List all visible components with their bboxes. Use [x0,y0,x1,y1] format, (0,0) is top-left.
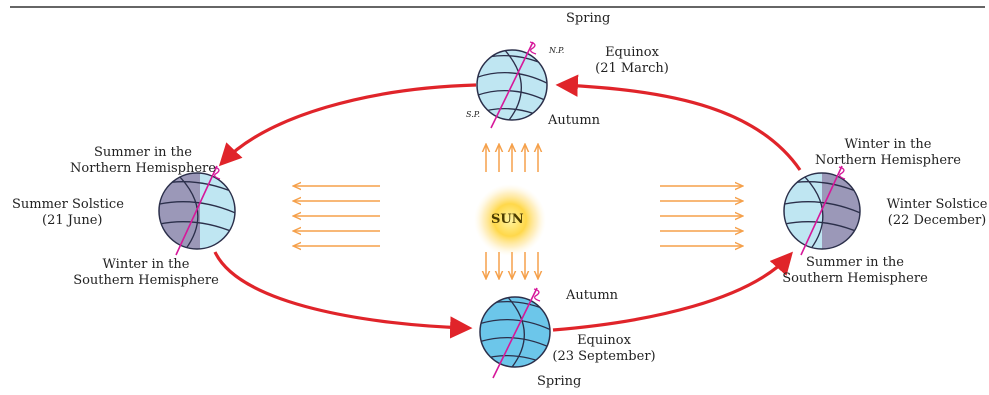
september-equinox-label: Equinox (23 September) [548,333,660,365]
june-solstice-label: Summer Solstice (21 June) [12,197,124,229]
june-solstice-date: (21 June) [42,213,103,228]
december-solstice-label: Winter Solstice (22 December) [882,197,989,229]
june-southern-label: Winter in the Southern Hemisphere [66,257,226,289]
march-equinox-label: Equinox (21 March) [592,45,672,77]
bottom-season-autumn: Autumn [566,288,619,303]
december-northern-label: Winter in the Northern Hemisphere [808,137,968,169]
top-season-spring: Spring [566,11,611,26]
sun-icon [474,184,546,256]
june-northern-line2: Northern Hemisphere [70,161,216,176]
top-season-autumn: Autumn [548,113,601,128]
orbit-arrow-to-march [555,74,802,171]
orbit-arrow-to-december [552,251,793,332]
bottom-season-spring: Spring [537,374,582,389]
orbit-path [213,74,802,339]
september-equinox-title: Equinox [577,333,631,348]
sun-label: SUN [491,212,524,227]
june-solstice-title: Summer Solstice [12,197,124,212]
december-southern-label: Summer in the Southern Hemisphere [775,255,935,287]
north-pole-label: N.P. [549,46,565,55]
globe-march-icon [476,41,548,129]
orbit-arrow-to-september [213,251,473,339]
september-equinox-date: (23 September) [552,349,656,364]
december-solstice-date: (22 December) [887,213,987,228]
june-northern-label: Summer in the Northern Hemisphere [68,145,218,177]
december-solstice-title: Winter Solstice [886,197,988,212]
sun-rays [294,145,742,278]
march-equinox-date: (21 March) [595,61,669,76]
globe-september-icon [479,287,551,379]
december-northern-line2: Northern Hemisphere [815,153,961,168]
globe-june-icon [158,165,236,256]
orbit-arrow-to-june [218,83,477,167]
december-southern-line1: Summer in the [806,255,904,270]
june-southern-line2: Southern Hemisphere [73,273,219,288]
december-northern-line1: Winter in the [844,137,932,152]
june-southern-line1: Winter in the [102,257,190,272]
march-equinox-title: Equinox [605,45,659,60]
june-northern-line1: Summer in the [94,145,192,160]
december-southern-line2: Southern Hemisphere [782,271,928,286]
south-pole-label: S.P. [466,110,481,119]
globe-december-icon [783,165,861,256]
